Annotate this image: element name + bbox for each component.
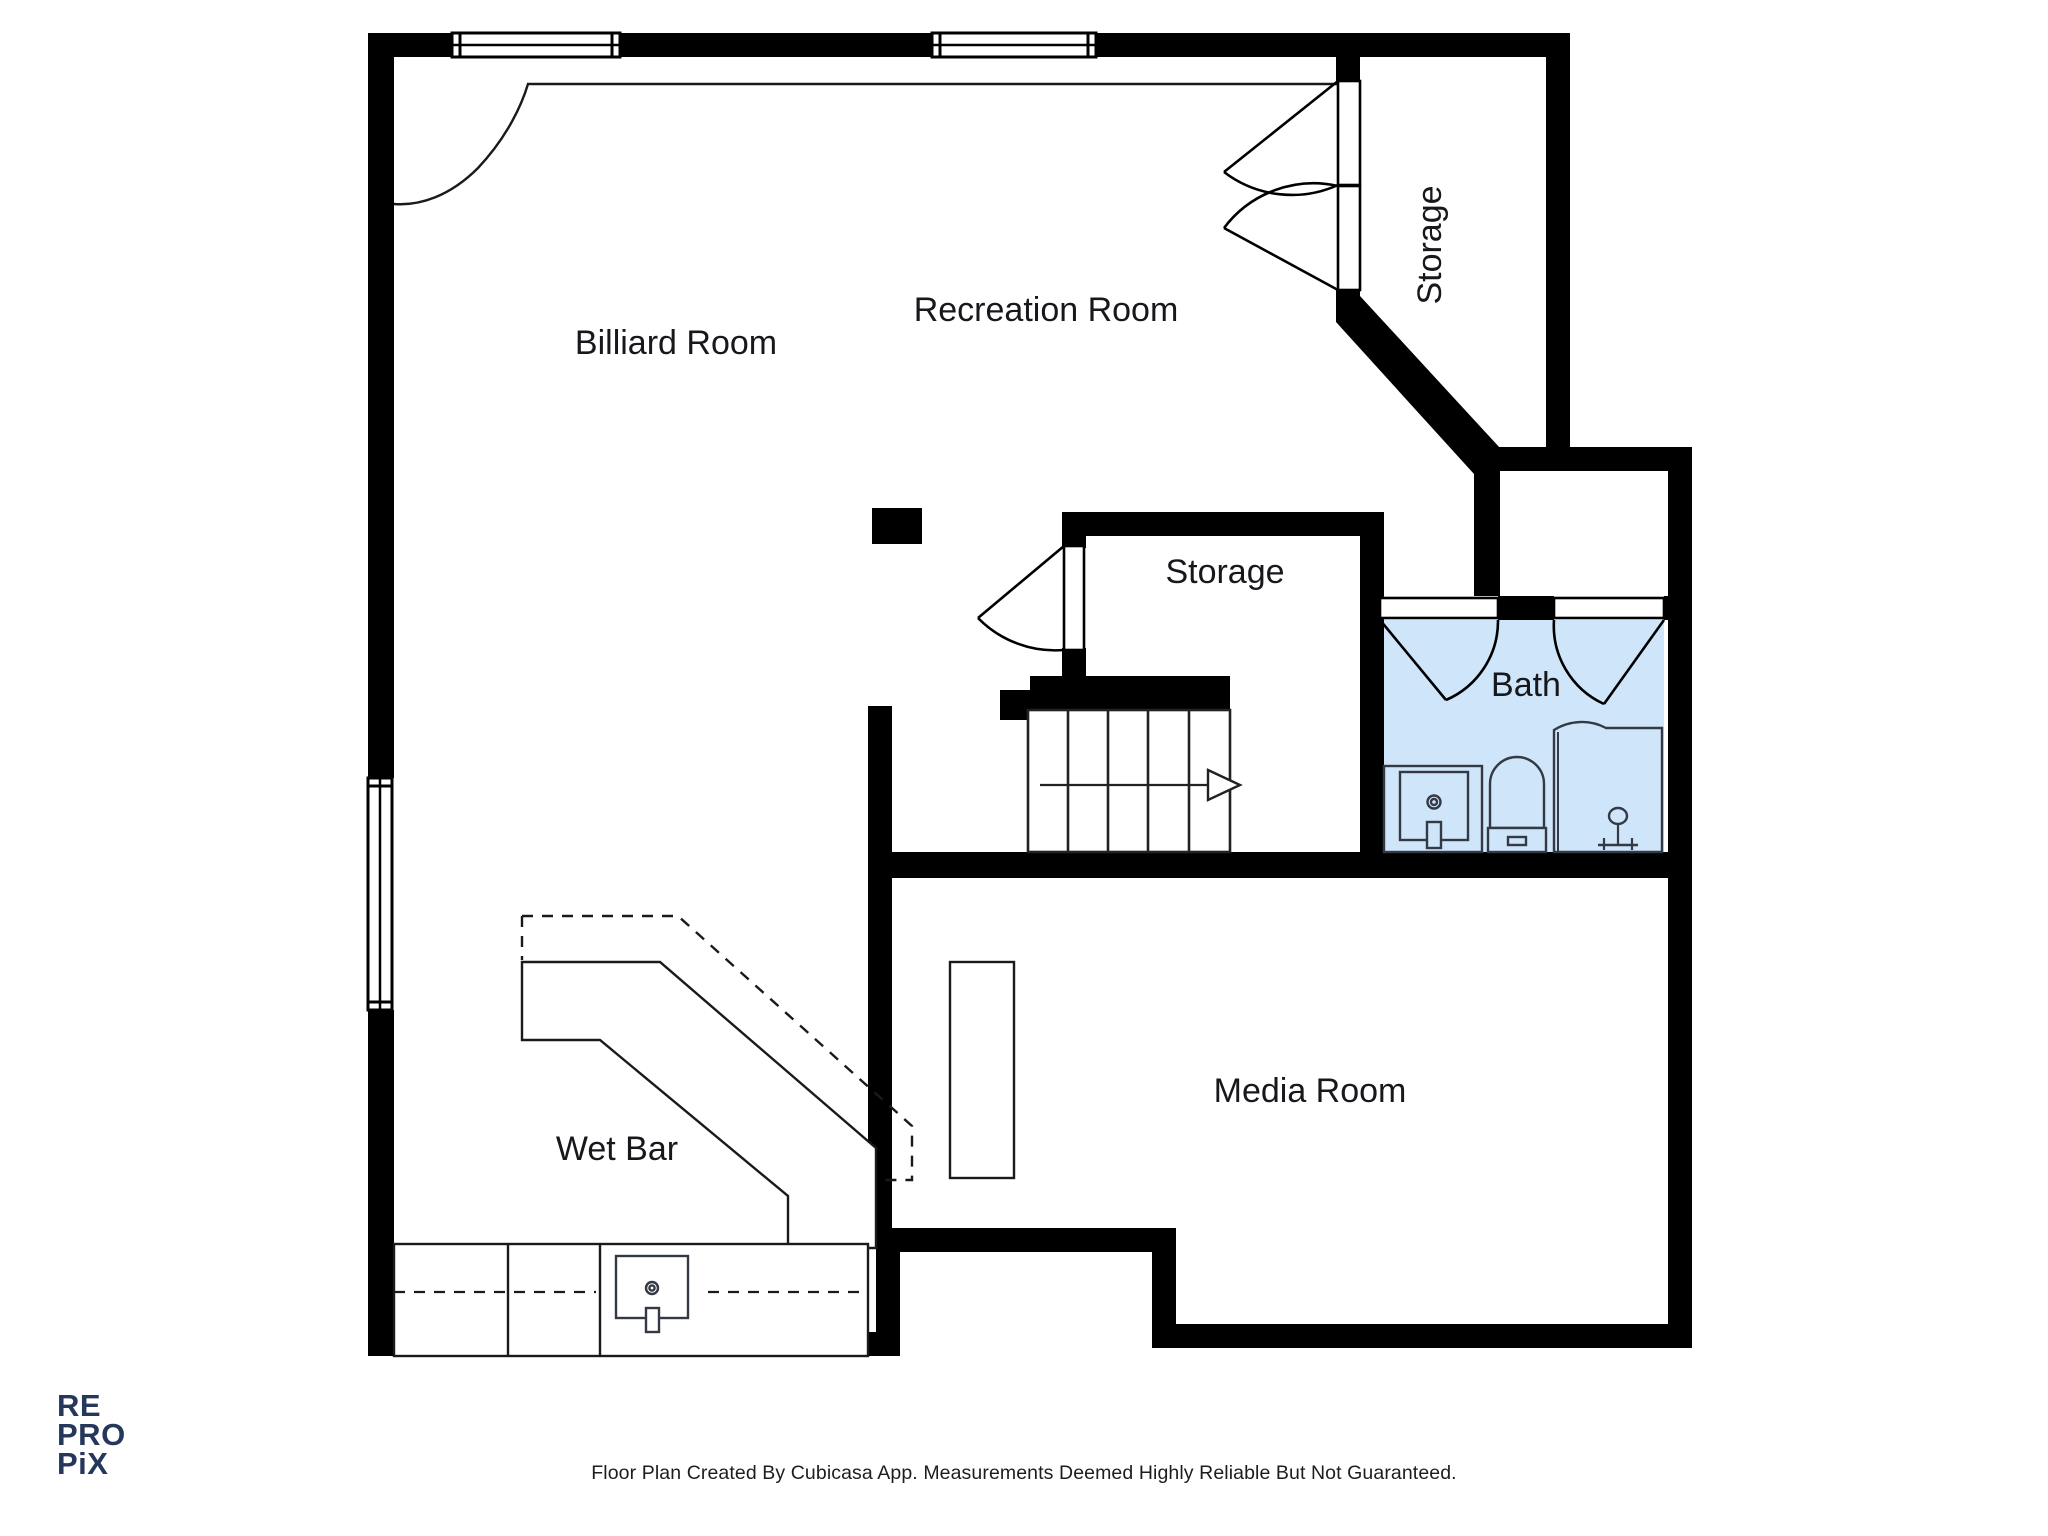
wet-bar [392, 914, 914, 1358]
wall-right-storage [1546, 33, 1570, 449]
wall-bottom-right [1152, 1324, 1692, 1348]
window-top-right [930, 31, 1098, 59]
door-bath-left [1378, 596, 1500, 702]
wetbar-overhang-dashed [520, 914, 914, 1182]
room-label-storage-center: Storage [1165, 553, 1284, 591]
wetbar-sink [614, 1254, 690, 1334]
room-label-billiard: Billiard Room [575, 324, 777, 362]
logo-line-2: PRO [57, 1416, 126, 1452]
wall-left-lower [368, 1010, 394, 1356]
shower-drain-icon [1598, 806, 1638, 850]
bath-shower [1552, 720, 1664, 854]
footer-disclaimer: Floor Plan Created By Cubicasa App. Meas… [591, 1462, 1457, 1484]
wall-bath-top-b [1498, 596, 1554, 620]
window-left-wall [366, 776, 394, 1012]
wall-bottom-jog [876, 1228, 1176, 1252]
wall-bath-bottom [1360, 852, 1692, 878]
room-label-storage-ne: Storage [1411, 185, 1449, 304]
wall-top-c [1096, 33, 1570, 57]
wall-storage-c-top [1062, 512, 1384, 536]
wall-structure [368, 33, 1692, 1356]
door-storage-ne-upper [1223, 79, 1362, 197]
column-media [948, 960, 1016, 1180]
wall-top-b [620, 33, 932, 57]
wall-bath-top-a [1360, 596, 1380, 620]
doors-group [977, 79, 1666, 706]
door-storage-center [977, 544, 1086, 652]
wetbar-counter [520, 960, 878, 1250]
ceiling-soffit-line [393, 82, 1340, 206]
logo-line-1: RE [57, 1388, 102, 1423]
room-label-wetbar: Wet Bar [556, 1130, 678, 1168]
wall-storage-ne-diagonal [1336, 296, 1500, 474]
window-top-left [450, 31, 622, 59]
room-labels: Billiard Room Recreation Room Storage St… [556, 185, 1561, 1168]
wall-bath-left [1360, 596, 1384, 854]
repropix-logo: RE PRO PiX [57, 1388, 126, 1481]
wall-storage-c-left-bot [1062, 648, 1086, 680]
stairs [1026, 708, 1243, 854]
wall-storage-ne-base [1474, 448, 1500, 596]
wall-right-lower [1668, 454, 1692, 1348]
column-billiard [872, 508, 922, 544]
wall-storage-c-left-top [1062, 512, 1086, 548]
bath-sink [1382, 764, 1484, 854]
room-label-bath: Bath [1491, 666, 1561, 704]
stairs-direction-arrow [1040, 768, 1243, 802]
wall-billiard-stub [868, 706, 892, 906]
wall-bath-top-c [1664, 596, 1692, 620]
logo-line-3: PiX [57, 1445, 109, 1481]
bath-toilet [1486, 755, 1548, 854]
door-bath-right [1552, 596, 1666, 706]
windows-group [366, 31, 1098, 1012]
wall-right-jog-top [1472, 447, 1692, 471]
room-label-recreation: Recreation Room [914, 291, 1179, 329]
wall-storage-ne-left-top [1336, 33, 1360, 81]
door-storage-ne-lower [1222, 181, 1362, 292]
bath-fixtures [1382, 720, 1664, 854]
wall-right-jog-vert [1668, 447, 1692, 487]
room-label-media: Media Room [1214, 1072, 1407, 1110]
wall-left-upper [368, 33, 394, 778]
